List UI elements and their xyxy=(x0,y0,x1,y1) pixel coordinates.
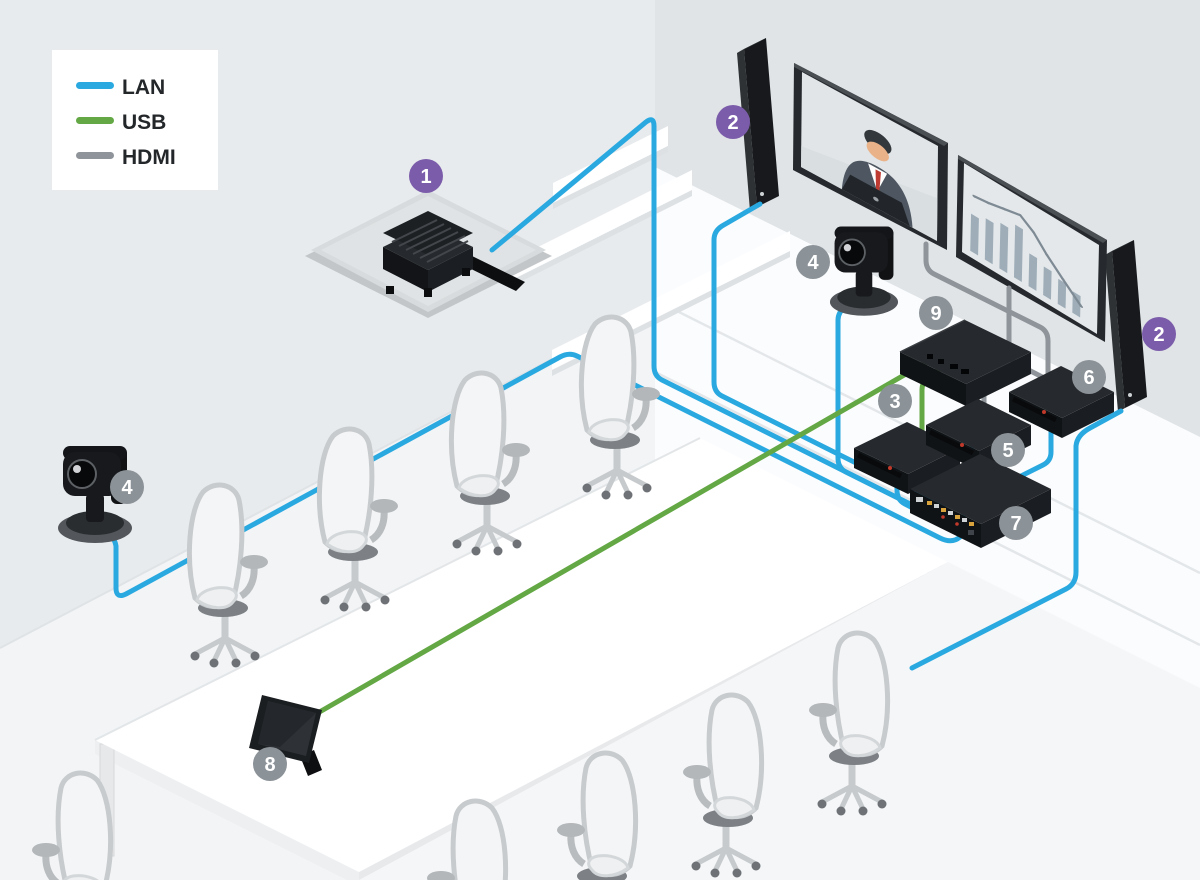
display-chart xyxy=(956,155,1107,342)
svg-text:HDMI: HDMI xyxy=(122,146,176,169)
display-chart-screen xyxy=(962,163,1099,334)
legend: LAN USB HDMI xyxy=(52,50,218,190)
status-led xyxy=(1042,410,1046,414)
display-presenter-screen xyxy=(801,72,938,241)
av-box-6 xyxy=(1009,366,1114,438)
speaker-logo-dot xyxy=(760,192,764,196)
box9-ports xyxy=(927,354,969,374)
lan-cable-box6 xyxy=(1010,416,1054,483)
ceiling-processor-unit xyxy=(383,211,473,297)
svg-text:USB: USB xyxy=(122,111,166,134)
heatsink-fins xyxy=(391,219,469,263)
svg-text:9: 9 xyxy=(930,303,941,325)
legend-item-hdmi: HDMI xyxy=(76,146,176,169)
svg-text:4: 4 xyxy=(121,477,133,499)
svg-text:6: 6 xyxy=(1083,367,1094,389)
badge-8: 8 xyxy=(253,747,287,781)
touch-panel-tablet xyxy=(249,695,322,776)
svg-text:3: 3 xyxy=(889,391,900,413)
badge-7: 7 xyxy=(999,506,1033,540)
status-led xyxy=(960,443,964,447)
status-led xyxy=(888,466,892,470)
lan-cable-box3 xyxy=(894,461,935,521)
hdmi-swatch xyxy=(76,152,114,159)
chart-bars xyxy=(970,185,1084,319)
legend-item-lan: LAN xyxy=(76,76,165,99)
badge-4-center: 4 xyxy=(796,245,830,279)
ceiling-vent xyxy=(461,255,525,291)
lan-cable-camera-left xyxy=(94,351,969,598)
badge-2-right: 2 xyxy=(1142,317,1176,351)
hdmi-cable-display1 xyxy=(923,241,1051,395)
svg-text:1: 1 xyxy=(420,166,431,188)
svg-text:7: 7 xyxy=(1010,513,1021,535)
lan-cable-speaker-right xyxy=(909,408,1124,671)
display-presenter xyxy=(793,63,948,250)
lan-swatch xyxy=(76,82,114,89)
switch-ports xyxy=(916,497,974,535)
speaker-logo-dot xyxy=(1128,393,1132,397)
svg-text:8: 8 xyxy=(264,754,275,776)
presenter-face xyxy=(866,141,889,162)
svg-text:2: 2 xyxy=(727,112,738,134)
speaker-right xyxy=(1105,240,1147,412)
badge-5: 5 xyxy=(991,433,1025,467)
svg-text:4: 4 xyxy=(807,252,819,274)
camera-lens xyxy=(67,459,97,489)
badge-9: 9 xyxy=(919,296,953,330)
floor-right xyxy=(359,562,1200,880)
camera-lens xyxy=(838,238,866,267)
svg-text:2: 2 xyxy=(1153,324,1164,346)
usb-cable-tablet xyxy=(313,356,935,717)
badge-1: 1 xyxy=(409,159,443,193)
badge-2-left: 2 xyxy=(716,105,750,139)
legend-item-usb: USB xyxy=(76,111,166,134)
av-box-9 xyxy=(899,319,1031,406)
presenter-hair xyxy=(864,129,892,154)
svg-text:5: 5 xyxy=(1002,440,1013,462)
ptz-camera-center xyxy=(829,226,899,316)
badge-6: 6 xyxy=(1072,360,1106,394)
badge-4-left: 4 xyxy=(110,470,144,504)
svg-text:LAN: LAN xyxy=(122,76,165,99)
badge-3: 3 xyxy=(878,384,912,418)
usb-swatch xyxy=(76,117,114,124)
